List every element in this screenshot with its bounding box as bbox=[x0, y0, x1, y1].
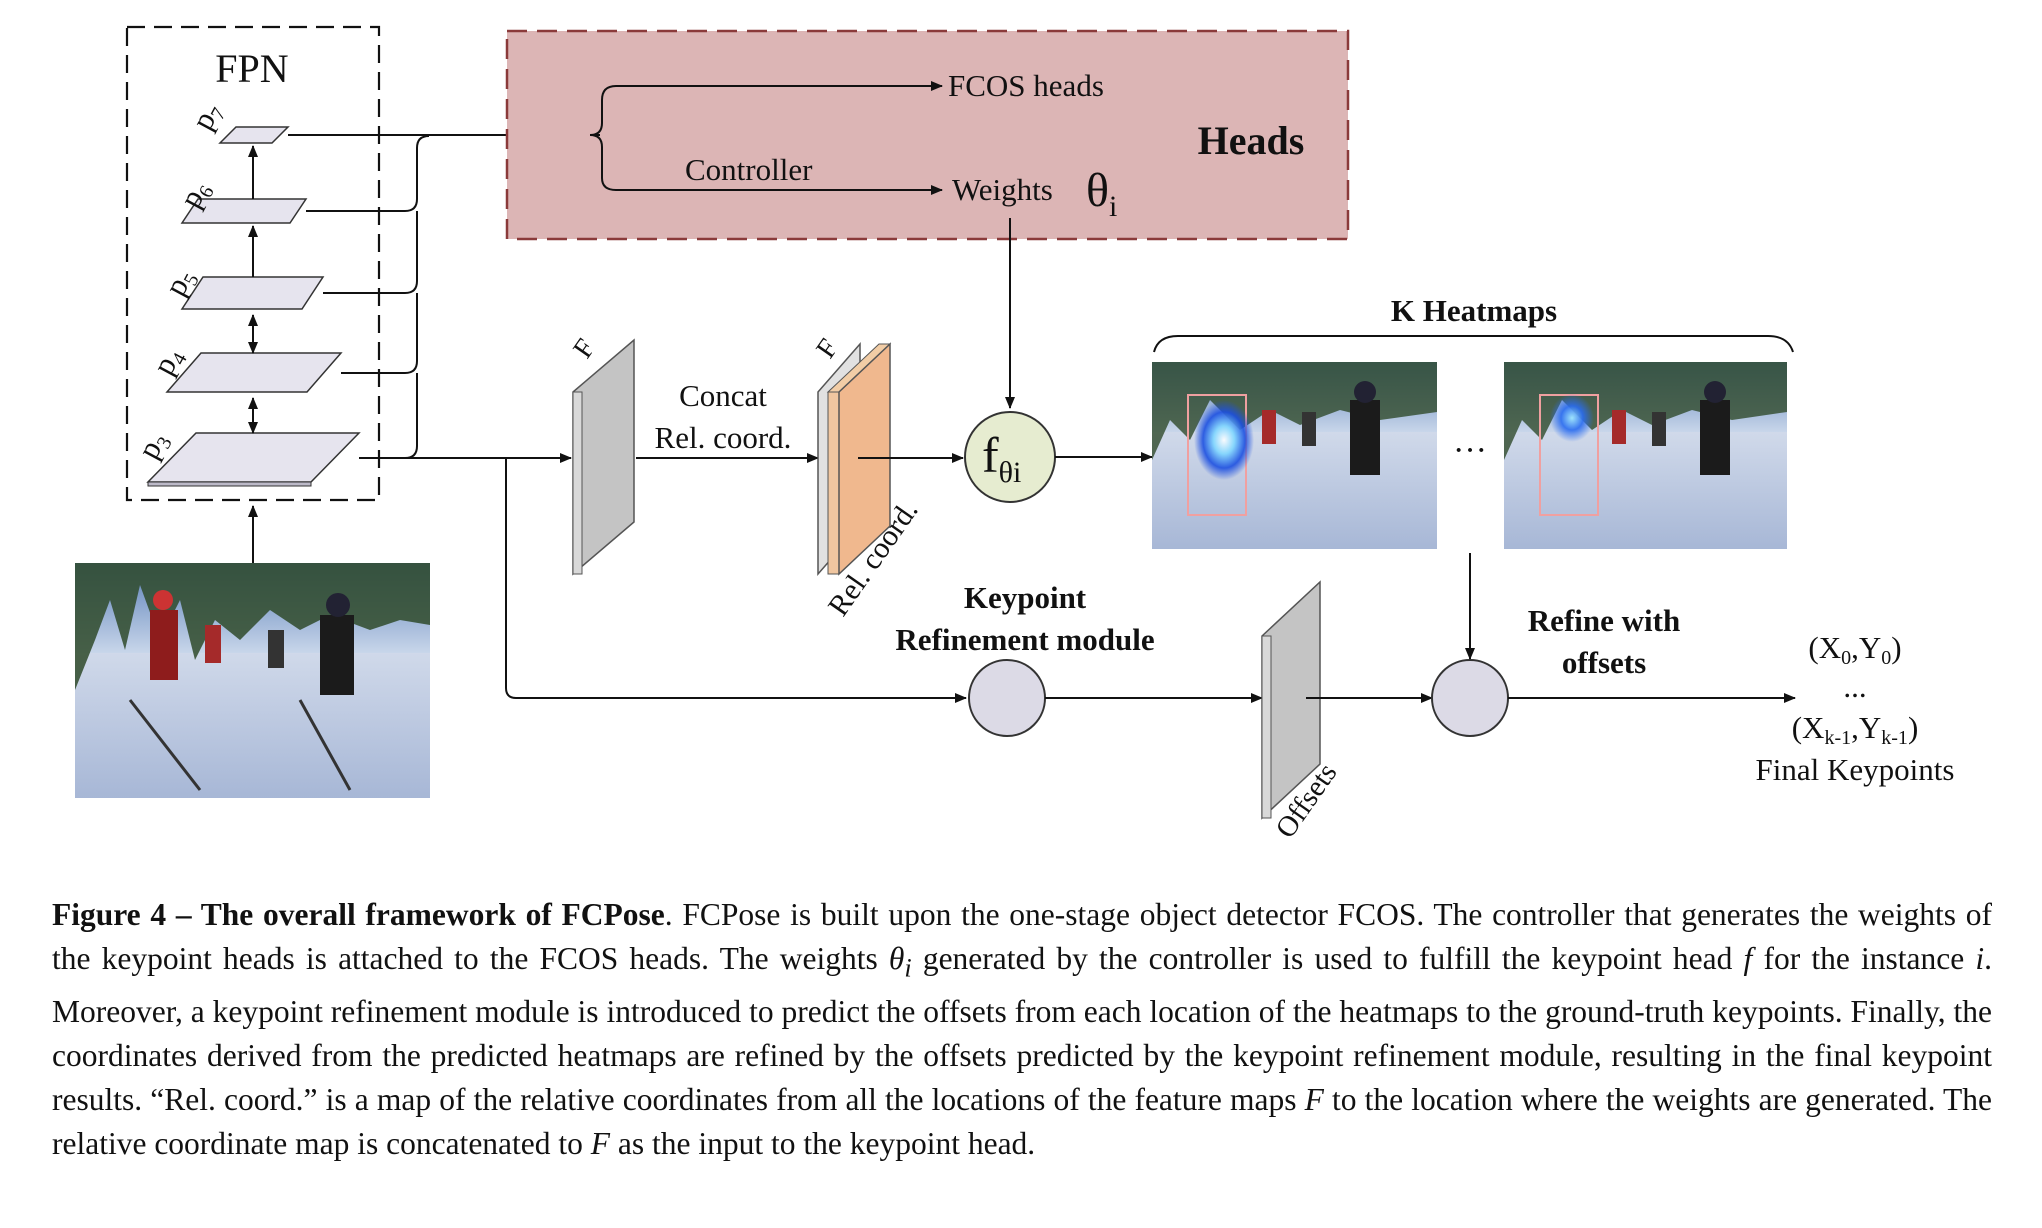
caption-text-4: . Moreover, a keypoint refinement module… bbox=[52, 941, 1992, 1118]
caption-F1: F bbox=[1304, 1082, 1324, 1118]
fpn-layer-p4 bbox=[165, 352, 343, 393]
refine-node bbox=[1431, 659, 1509, 737]
fpn-layer-p3 bbox=[146, 432, 361, 483]
fpn-layer-p7 bbox=[218, 126, 290, 144]
figure-caption: Figure 4 – The overall framework of FCPo… bbox=[52, 893, 1992, 1166]
input-image bbox=[75, 563, 430, 798]
controller-label: Controller bbox=[685, 152, 813, 187]
fpn-layer-p6 bbox=[180, 198, 308, 224]
heatmaps-brace bbox=[1153, 335, 1794, 353]
fpn-block: FPN p7 p6 p5 p4 p3 bbox=[125, 25, 381, 502]
fpn-title: FPN bbox=[215, 46, 288, 91]
offsets-feature-map bbox=[1261, 580, 1321, 820]
caption-text-3: for the instance bbox=[1752, 941, 1976, 976]
caption-F2: F bbox=[590, 1126, 611, 1162]
concat-label: Concat bbox=[679, 378, 767, 413]
keypoint-refinement-node bbox=[968, 659, 1046, 737]
feature-map-f: F bbox=[567, 333, 635, 576]
heatmaps-ellipsis: ··· bbox=[1453, 432, 1487, 469]
heads-block: Heads FCOS heads Controller Weights θi bbox=[505, 29, 1350, 241]
final-keypoints-label: Final Keypoints bbox=[1756, 752, 1955, 787]
caption-f: f bbox=[1743, 941, 1753, 976]
keypoint-module-label-2: Refinement module bbox=[895, 622, 1154, 657]
keypoint-module-label-1: Keypoint bbox=[964, 580, 1087, 615]
fpn-label-p7: p7 bbox=[184, 96, 230, 137]
heatmap-last bbox=[1504, 362, 1787, 549]
fpn-layer-p3-edge bbox=[147, 481, 312, 487]
keypoint-head-label: fθi bbox=[982, 427, 1021, 489]
concat-feature-map: F bbox=[810, 333, 892, 576]
keypoint-dots: ... bbox=[1843, 669, 1866, 704]
heatmaps-title: K Heatmaps bbox=[1391, 293, 1557, 328]
caption-text-5: to the location where the weights are ge… bbox=[52, 1082, 1992, 1162]
weights-label: Weights bbox=[952, 172, 1053, 207]
keypoint-last: (Xk-1,Yk-1) bbox=[1792, 710, 1919, 749]
fcpose-diagram: FPN p7 p6 p5 p4 p3 bbox=[75, 25, 1955, 844]
theta-label: θi bbox=[1086, 164, 1117, 223]
heads-title: Heads bbox=[1198, 118, 1305, 163]
caption-i: i bbox=[1975, 941, 1985, 976]
caption-text-2: generated by the controller is used to f… bbox=[911, 941, 1744, 976]
fcos-heads-label: FCOS heads bbox=[948, 68, 1104, 103]
fpn-box bbox=[125, 25, 381, 502]
p3-to-refinement-arrow bbox=[505, 458, 967, 703]
keypoint-head-node: fθi bbox=[964, 411, 1056, 503]
caption-theta: θi bbox=[888, 941, 912, 983]
heads-box bbox=[505, 29, 1350, 241]
refine-label-2: offsets bbox=[1562, 645, 1646, 680]
heads-branch bbox=[589, 81, 943, 136]
keypoint-first: (X0,Y0) bbox=[1808, 630, 1901, 669]
refine-label-1: Refine with bbox=[1528, 603, 1680, 638]
concat-relcoord-label: Rel. coord. bbox=[655, 420, 792, 455]
feature-map-label: F bbox=[567, 333, 601, 364]
fpn-layer-p5 bbox=[180, 276, 325, 310]
caption-text-6: as the input to the keypoint head. bbox=[610, 1126, 1036, 1162]
concat-feature-map-label: F bbox=[810, 333, 844, 364]
caption-text-1: . FCPose is built upon the one-stage obj… bbox=[52, 897, 1992, 976]
controller-branch bbox=[589, 134, 943, 195]
heatmap-first bbox=[1152, 362, 1437, 549]
caption-head: Figure 4 – The overall framework of FCPo… bbox=[52, 897, 665, 932]
